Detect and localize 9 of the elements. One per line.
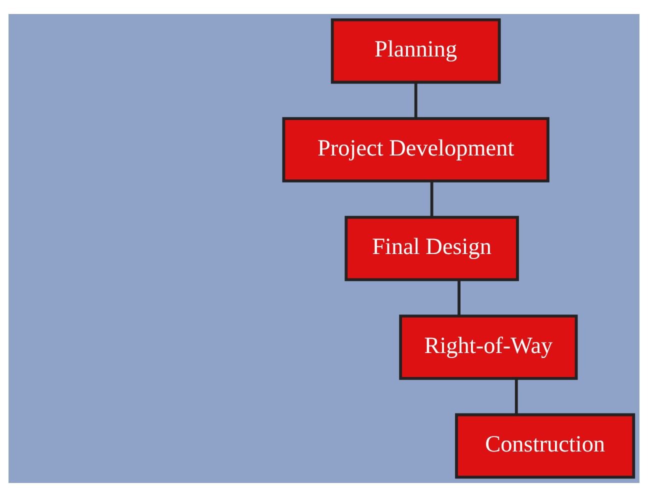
connector <box>414 82 418 118</box>
node-box: Planning <box>330 18 501 84</box>
connector <box>458 279 460 316</box>
node-box: Construction <box>455 412 636 478</box>
node-box: Final Design <box>344 215 519 281</box>
node-box: Right-of-Way <box>399 314 578 380</box>
node-box: Project Development <box>282 116 550 182</box>
connector <box>430 180 434 217</box>
connector <box>514 378 518 414</box>
